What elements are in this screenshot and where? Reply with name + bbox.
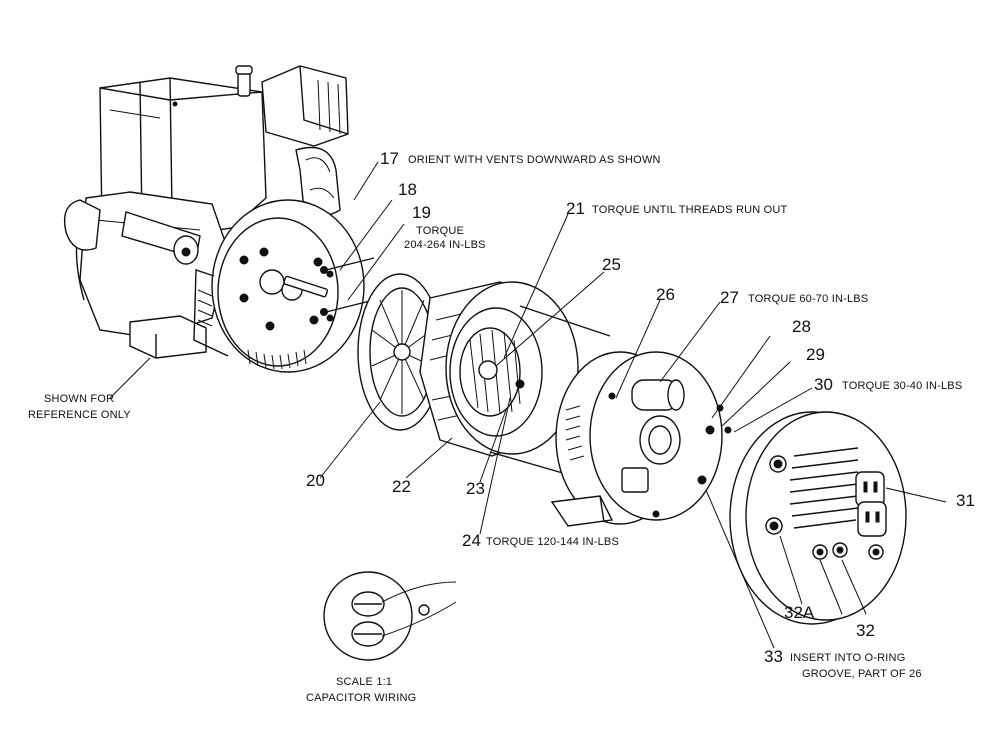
callout-33: 33 INSERT INTO O-RING GROOVE, PART OF 26 [764,647,922,680]
part-18-19-bolts [320,257,375,316]
callout-26: 26 [656,285,675,304]
reference-note-line1: SHOWN FOR [44,393,114,405]
callout-number: 18 [398,180,417,199]
callout-number: 30 [814,375,833,394]
callout-number: 31 [956,491,975,510]
callout-note: TORQUE 60-70 IN-LBS [748,293,868,305]
callout-29: 29 [806,345,825,364]
callout-number: 28 [792,317,811,336]
detail-caption: SCALE 1:1 CAPACITOR WIRING [306,676,416,704]
callout-number: 21 [566,199,585,218]
part-20-fan [357,273,443,431]
callout-24: 24 TORQUE 120-144 IN-LBS [462,531,619,550]
callout-32a: 32A [784,603,815,622]
reference-note: SHOWN FOR REFERENCE ONLY [28,393,131,421]
callout-18: 18 [398,180,417,199]
callout-number: 22 [392,477,411,496]
callout-22: 22 [392,477,411,496]
callout-number: 25 [602,255,621,274]
callout-number: 32A [784,603,815,622]
callout-note: 204-264 IN-LBS [404,239,486,251]
callout-number: 17 [380,149,399,168]
callout-note: TORQUE UNTIL THREADS RUN OUT [592,204,788,216]
callout-number: 29 [806,345,825,364]
callout-note: TORQUE 120-144 IN-LBS [486,536,619,548]
callout-note: TORQUE 30-40 IN-LBS [842,380,962,392]
callout-19: 19 TORQUE 204-264 IN-LBS [404,203,486,251]
callout-23: 23 [466,479,485,498]
callout-32: 32 [856,621,875,640]
engine-assembly [63,65,349,359]
callout-note: TORQUE [416,225,464,237]
callout-25: 25 [602,255,621,274]
callout-31: 31 [956,491,975,510]
part-31-end-cover [729,411,907,625]
callout-number: 23 [466,479,485,498]
callout-number: 24 [462,531,481,550]
callout-number: 32 [856,621,875,640]
leader-lines [109,161,947,649]
reference-note-line2: REFERENCE ONLY [28,409,131,421]
part-17-engine-adapter [193,199,365,373]
callout-30: 30 TORQUE 30-40 IN-LBS [814,375,962,394]
callout-27: 27 TORQUE 60-70 IN-LBS [720,288,868,307]
capacitor-wiring-detail [323,571,457,661]
detail-title: CAPACITOR WIRING [306,692,416,704]
callout-note: INSERT INTO O-RING [790,652,905,664]
callout-number: 19 [412,203,431,222]
part-26-end-housing [550,351,732,527]
callout-21: 21 TORQUE UNTIL THREADS RUN OUT [566,199,788,218]
callout-20: 20 [306,471,325,490]
callout-note: ORIENT WITH VENTS DOWNWARD AS SHOWN [408,154,661,166]
detail-scale: SCALE 1:1 [336,676,392,688]
part-23-rotor [445,281,579,455]
callout-number: 26 [656,285,675,304]
callout-note: GROOVE, PART OF 26 [802,668,922,680]
callout-number: 33 [764,647,783,666]
callout-28: 28 [792,317,811,336]
callout-17: 17 ORIENT WITH VENTS DOWNWARD AS SHOWN [380,149,661,168]
callout-number: 20 [306,471,325,490]
callout-number: 27 [720,288,739,307]
